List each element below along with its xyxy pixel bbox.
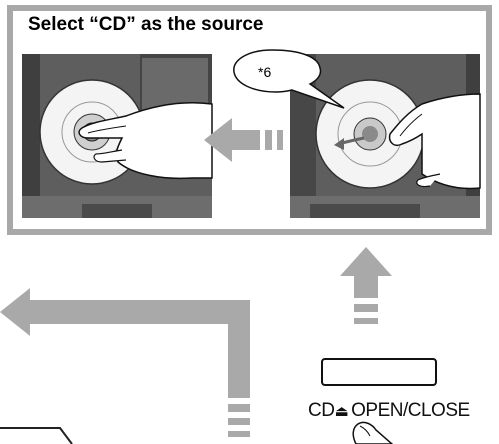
eject-icon: ⏏ <box>334 402 349 420</box>
device-edge-line <box>0 427 73 444</box>
arrow-up-icon <box>340 247 392 324</box>
hand-icon <box>78 102 213 180</box>
open-close-button[interactable] <box>321 358 437 386</box>
arrow-left-icon <box>204 118 283 162</box>
disc-placed-illustration <box>22 54 213 218</box>
open-close-label: CD⏏OPEN/CLOSE <box>308 400 470 422</box>
arrow-elbow-icon <box>0 288 250 437</box>
hand-icon <box>388 93 481 190</box>
instruction-title: Select “CD” as the source <box>28 14 264 35</box>
cd-label-prefix: CD <box>308 400 335 421</box>
open-close-text: OPEN/CLOSE <box>351 400 470 421</box>
callout-text: *6 <box>258 64 272 80</box>
